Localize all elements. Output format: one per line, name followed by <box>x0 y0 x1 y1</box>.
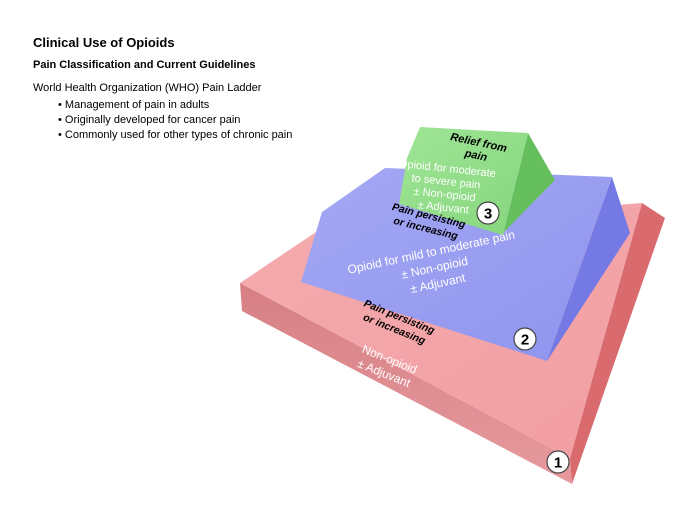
step-2-number: 2 <box>521 332 529 349</box>
page-subtitle: Pain Classification and Current Guidelin… <box>33 59 256 71</box>
bullet-item: Management of pain in adults <box>58 98 292 113</box>
step-3-block: Relief from pain Opioid for moderate to … <box>398 127 555 235</box>
step-2-block: Opioid for mild to moderate pain ± Non-o… <box>301 168 630 361</box>
step-1-number: 1 <box>554 455 562 472</box>
intro-text: World Health Organization (WHO) Pain Lad… <box>33 82 262 94</box>
bullet-item: Originally developed for cancer pain <box>58 113 292 128</box>
bullet-item: Commonly used for other types of chronic… <box>58 128 292 143</box>
step-2-right-face <box>547 177 630 361</box>
step-3-badge <box>476 201 500 225</box>
step-2-top-face <box>301 168 612 361</box>
step-3-right-face <box>503 133 555 235</box>
page-title: Clinical Use of Opioids <box>33 35 175 50</box>
step-1-front-face <box>240 283 572 484</box>
top-label-line: pain <box>463 147 489 164</box>
step-1-badge <box>546 450 570 474</box>
step-2-badge <box>513 327 537 351</box>
step-1-right-face <box>570 203 665 484</box>
bullet-list: Management of pain in adults Originally … <box>58 98 292 143</box>
step-3-number: 3 <box>484 206 492 223</box>
step-3-line: ± Adjuvant <box>417 199 469 216</box>
